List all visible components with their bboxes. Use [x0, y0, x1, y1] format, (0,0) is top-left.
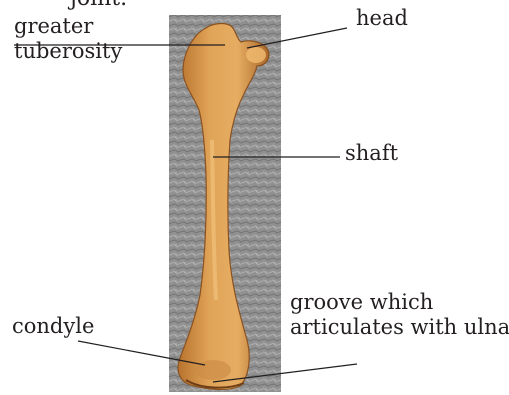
label-groove-line2: articulates with ulna	[290, 315, 509, 340]
label-head: head	[356, 6, 408, 31]
partial-text: joint.	[70, 0, 127, 10]
label-shaft: shaft	[345, 141, 398, 166]
label-condyle: condyle	[12, 314, 94, 339]
label-greater-line1: greater	[14, 14, 122, 39]
label-greater-line2: tuberosity	[14, 39, 122, 64]
label-groove-line1: groove which	[290, 290, 509, 315]
label-greater-tuberosity: greater tuberosity	[14, 14, 122, 64]
label-groove: groove which articulates with ulna	[290, 290, 509, 340]
